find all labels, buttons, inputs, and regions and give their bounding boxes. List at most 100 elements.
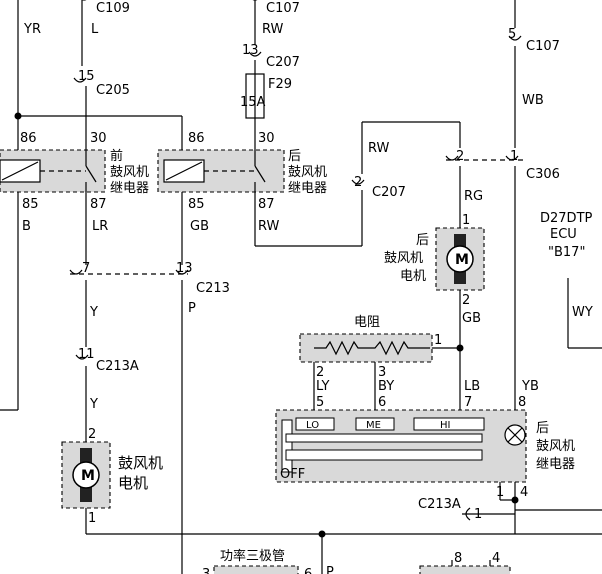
pin-tr-3: 3 [202, 567, 210, 574]
connector-c306: C306 [526, 167, 560, 182]
front-relay-coil [0, 150, 97, 192]
transistor-box [213, 565, 299, 574]
pin-r1-87: 87 [90, 197, 107, 212]
pin-r1-30: 30 [90, 131, 107, 146]
wire-gb-right: GB [462, 311, 481, 326]
front-motor-symbol [72, 448, 100, 502]
pin-sw-5: 5 [316, 395, 324, 410]
rear-relay-label-2: 鼓风机 [288, 165, 327, 180]
wire-yr: YR [23, 22, 41, 37]
right-relay-label-3: 继电器 [536, 457, 575, 472]
pin-r2-85: 85 [188, 197, 205, 212]
pin-r2-86: 86 [188, 131, 205, 146]
pin-b-4: 4 [492, 551, 500, 566]
wire-b: B [22, 219, 31, 234]
pin-sw-6: 6 [378, 395, 386, 410]
wire-p-bottom: P [326, 565, 334, 574]
rear-motor-symbol [446, 234, 474, 284]
connector-c109: C109 [96, 1, 130, 16]
wire-rw-top: RW [262, 22, 284, 37]
connector-c213a-right: C213A [418, 497, 461, 512]
connector-c213a-left: C213A [96, 359, 139, 374]
fuse-rating: 15A [240, 95, 266, 110]
pin-c207-2: 2 [354, 175, 362, 190]
pin-c213a-r-1: 1 [474, 507, 482, 522]
wire-l: L [91, 22, 99, 37]
pin-sw-8: 8 [518, 395, 526, 410]
bottom-right-box [419, 565, 511, 574]
pin-tr-6: 6 [304, 567, 312, 574]
connector-arcs [69, 0, 522, 521]
pin-b-8: 8 [454, 551, 462, 566]
pin-c306-1: 1 [510, 149, 518, 164]
connector-c213: C213 [196, 281, 230, 296]
wire-lr: LR [92, 219, 108, 234]
rear-relay-label-1: 后 [288, 149, 301, 164]
front-relay-label-1: 前 [110, 148, 123, 164]
pin-c213-7: 7 [82, 261, 90, 276]
connector-c205: C205 [96, 83, 130, 98]
rear-motor-m: M [455, 252, 469, 268]
connector-c107-top: C107 [266, 1, 300, 16]
front-motor-label-2: 电机 [118, 474, 148, 492]
pin-c213-13: 13 [176, 261, 193, 276]
fuse-f29 [245, 73, 265, 119]
ecu-label-1: D27DTP [540, 211, 593, 226]
wire-y1: Y [89, 305, 98, 320]
rear-relay-label-3: 继电器 [288, 181, 327, 196]
wire-rw-87: RW [258, 219, 280, 234]
rear-motor-label-2: 鼓风机 [384, 251, 423, 266]
switch-lo: LO [306, 420, 319, 431]
pin-15: 15 [78, 69, 95, 84]
fuse-id: F29 [268, 77, 292, 92]
pin-c306-2: 2 [456, 149, 464, 164]
pin-sw-7: 7 [464, 395, 472, 410]
ecu-label-3: "B17" [548, 245, 585, 260]
transistor-label: 功率三极管 [220, 548, 285, 564]
resistor-label: 电阻 [354, 315, 380, 330]
wire-yb: YB [521, 379, 539, 394]
rear-motor-label-1: 后 [416, 233, 429, 248]
front-relay-label-2: 鼓风机 [110, 165, 149, 180]
wire-rg: RG [464, 189, 483, 204]
pin-r2-87: 87 [258, 197, 275, 212]
switch-me: ME [366, 420, 381, 431]
pin-rear-motor-1: 1 [462, 213, 470, 228]
rear-relay-coil [163, 150, 266, 192]
pin-r2-30: 30 [258, 131, 275, 146]
rear-motor-label-3: 电机 [400, 269, 426, 284]
switch-hi: HI [440, 420, 450, 431]
front-motor-m: M [81, 468, 95, 484]
pin-front-motor-1: 1 [88, 511, 96, 526]
connector-c207-mid: C207 [372, 185, 406, 200]
pin-r1-85: 85 [22, 197, 39, 212]
pin-res-1: 1 [434, 333, 442, 348]
pin-sw-1: 1 [496, 485, 504, 500]
pin-rear-motor-2: 2 [462, 293, 470, 308]
switch-internals [281, 417, 526, 473]
wire-p: P [188, 301, 196, 316]
wire-ly: LY [316, 379, 330, 394]
pin-5: 5 [508, 27, 516, 42]
pin-front-motor-2: 2 [88, 427, 96, 442]
wire-gb-left: GB [190, 219, 209, 234]
wire-y2: Y [89, 397, 98, 412]
wire-rw-mid: RW [368, 141, 390, 156]
right-relay-label-1: 后 [536, 421, 549, 436]
pin-c213a-11: 11 [78, 347, 95, 362]
front-relay-label-3: 继电器 [110, 181, 149, 196]
wire-lb: LB [464, 379, 480, 394]
pin-13-top: 13 [242, 43, 259, 58]
wire-wb: WB [522, 93, 544, 108]
pin-res-2: 2 [316, 365, 324, 380]
switch-off: OFF [280, 467, 305, 482]
right-relay-label-2: 鼓风机 [536, 439, 575, 454]
connector-c107-right: C107 [526, 39, 560, 54]
wire-by: BY [378, 379, 394, 394]
pin-res-3: 3 [378, 365, 386, 380]
pin-sw-4: 4 [520, 485, 528, 500]
wire-wy: WY [572, 305, 593, 320]
front-motor-label-1: 鼓风机 [118, 454, 163, 472]
